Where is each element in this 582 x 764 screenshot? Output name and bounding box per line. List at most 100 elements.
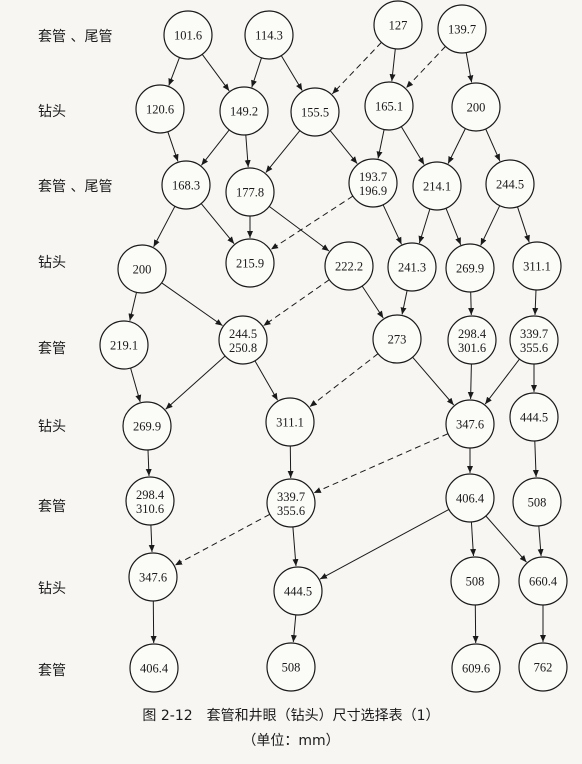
node-label: 762 — [534, 661, 553, 675]
node-label: 298.4 — [458, 327, 487, 341]
node-c177_8: 177.8 — [226, 168, 274, 216]
edge-c298_4a-to-b347_6a — [471, 364, 472, 399]
node-label: 406.4 — [140, 662, 169, 676]
edge-b200a-to-c214_1 — [448, 129, 465, 164]
node-label: 508 — [528, 496, 547, 510]
figure-caption: 图 2-12 套管和井眼（钻头）尺寸选择表（1） — [0, 705, 582, 725]
edge-c168_3-to-b215_9 — [201, 204, 234, 244]
edge-b311_1a-to-c339_7a — [535, 290, 536, 315]
node-label: 609.6 — [462, 662, 490, 676]
edge-c114_3-to-b149_2 — [252, 58, 262, 88]
node-c762: 762 — [519, 643, 567, 691]
row-label-bit-1: 钻头 — [38, 101, 66, 121]
node-b155_5: 155.5 — [291, 88, 339, 136]
edge-b269_9b-to-c298_4b — [148, 450, 149, 476]
edge-c168_3-to-b200b — [154, 206, 175, 247]
node-label: 444.5 — [520, 411, 548, 425]
edge-b269_9a-to-c298_4a — [471, 292, 472, 315]
edge-c273-to-b311_1b — [310, 354, 378, 407]
node-label: 168.3 — [172, 179, 200, 193]
node-c127: 127 — [374, 1, 422, 49]
edge-c127-to-b155_5 — [332, 42, 381, 94]
edge-b155_5-to-c177_8 — [266, 131, 300, 173]
node-label: 139.7 — [448, 23, 476, 37]
edge-c406_4a-to-b660_4 — [486, 516, 527, 562]
node-label: 101.6 — [174, 29, 202, 43]
node-label: 127 — [389, 19, 408, 33]
node-label: 339.7 — [520, 327, 548, 341]
edge-b444_5a-to-c508a — [535, 441, 536, 477]
edge-b200a-to-c244_5a — [486, 129, 500, 161]
node-label: 149.2 — [230, 105, 258, 119]
node-label: 120.6 — [146, 103, 174, 117]
node-label: 508 — [466, 575, 485, 589]
edge-c298_4b-to-b347_6b — [151, 525, 152, 552]
node-b444_5b: 444.5 — [274, 567, 322, 615]
node-b347_6b: 347.6 — [129, 553, 177, 601]
node-b508: 508 — [451, 557, 499, 605]
node-label: 298.4 — [136, 488, 165, 502]
edge-c339_7b-to-b444_5b — [293, 527, 296, 566]
edge-b347_6a-to-c339_7b — [314, 434, 448, 493]
node-label: 244.5 — [496, 178, 524, 192]
node-label: 311.1 — [523, 260, 551, 274]
edge-c214_1-to-b241_3 — [419, 209, 430, 243]
edge-c339_7a-to-b347_6a — [485, 359, 519, 404]
node-b222_2: 222.2 — [325, 242, 373, 290]
edge-c244_5a-to-b269_9a — [481, 206, 500, 246]
node-c168_3: 168.3 — [162, 161, 210, 209]
node-c219_1: 219.1 — [100, 321, 148, 369]
node-c508b: 508 — [267, 643, 315, 691]
row-label-bit-3: 钻头 — [38, 416, 66, 436]
edge-c193_7-to-b215_9 — [271, 196, 353, 249]
edge-b241_3-to-c273 — [402, 291, 407, 315]
node-b269_9b: 269.9 — [123, 402, 171, 450]
node-label: 250.8 — [229, 341, 257, 355]
edge-c273-to-b347_6a — [413, 357, 454, 405]
node-b660_4: 660.4 — [519, 557, 567, 605]
node-b215_9: 215.9 — [226, 239, 274, 287]
row-label-bit-4: 钻头 — [38, 578, 66, 598]
node-label: 214.1 — [423, 180, 451, 194]
node-label: 193.7 — [359, 170, 387, 184]
edge-c101_6-to-b120_6 — [169, 57, 180, 85]
node-c101_6: 101.6 — [164, 11, 212, 59]
edge-c339_7b-to-b347_6b — [175, 514, 270, 565]
node-label: 241.3 — [398, 261, 426, 275]
node-label: 244.5 — [229, 327, 257, 341]
node-label: 114.3 — [255, 29, 283, 43]
edge-c139_7-to-b200a — [466, 53, 471, 83]
node-label: 508 — [282, 661, 301, 675]
edge-c244_5a-to-b311_1a — [518, 207, 530, 243]
node-c406_4b: 406.4 — [130, 644, 178, 692]
node-label: 200 — [467, 101, 486, 115]
node-label: 215.9 — [236, 257, 264, 271]
node-c273: 273 — [373, 315, 421, 363]
edge-b444_5b-to-c508b — [293, 615, 296, 642]
node-label: 222.2 — [335, 260, 363, 274]
node-label: 273 — [388, 333, 407, 347]
node-label: 310.6 — [136, 502, 164, 516]
row-label-casing-3: 套管 — [38, 338, 66, 358]
edge-c193_7-to-b241_3 — [383, 205, 401, 245]
node-label: 200 — [133, 263, 152, 277]
node-b200a: 200 — [452, 83, 500, 131]
node-c214_1: 214.1 — [413, 162, 461, 210]
edge-c244_5b-to-b269_9b — [166, 356, 226, 409]
node-label: 155.5 — [301, 106, 329, 120]
node-label: 269.9 — [133, 420, 161, 434]
edge-b222_2-to-c273 — [362, 286, 383, 318]
edge-c139_7-to-b165_1 — [406, 46, 445, 88]
node-label: 347.6 — [139, 571, 167, 585]
node-b241_3: 241.3 — [388, 243, 436, 291]
node-label: 219.1 — [110, 339, 138, 353]
edge-b165_1-to-c214_1 — [401, 127, 424, 165]
node-label: 177.8 — [236, 186, 264, 200]
node-label: 339.7 — [277, 490, 305, 504]
edge-c114_3-to-b155_5 — [281, 56, 302, 91]
